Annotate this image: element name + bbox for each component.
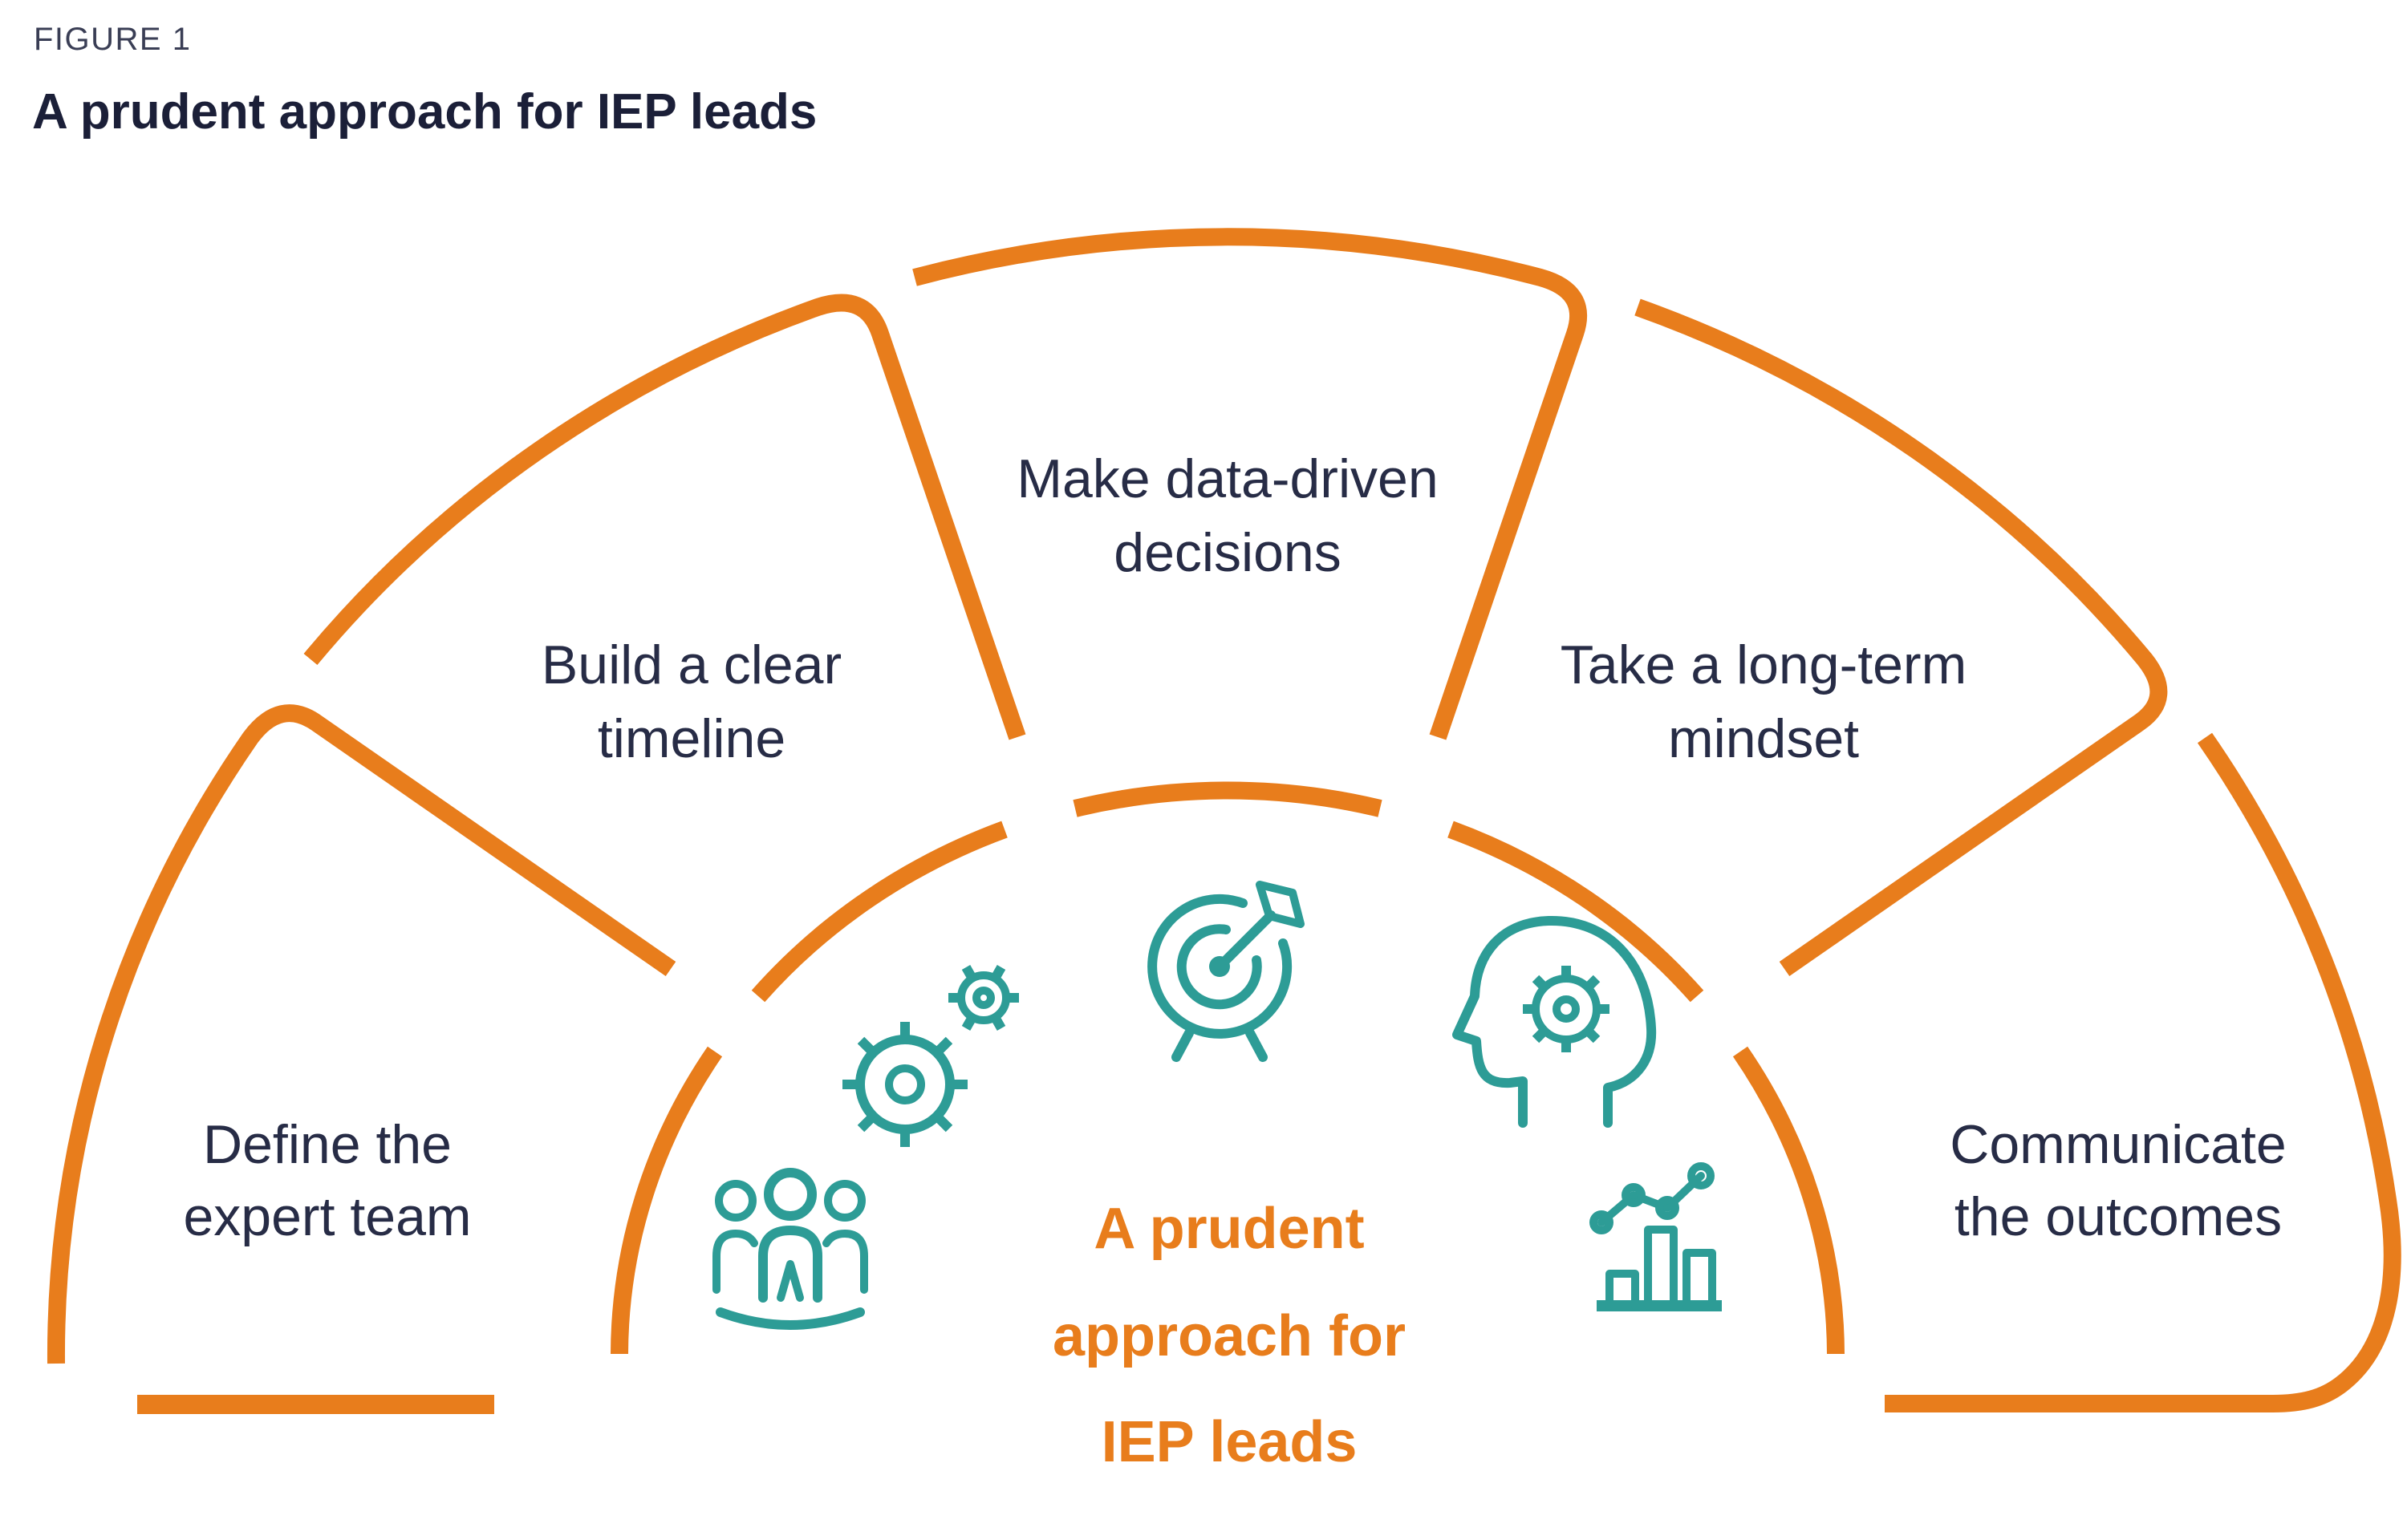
person-center-body (758, 1226, 822, 1303)
petal-make-data-driven-decisions: Make data-driven decisions (912, 228, 1587, 817)
chart-bar-2 (1644, 1226, 1678, 1310)
figure-label: FIGURE 1 (34, 22, 191, 57)
person-center-legs (777, 1260, 804, 1302)
petal-3-label-line1: Make data-driven (1017, 448, 1438, 509)
chart-bar-1 (1605, 1270, 1639, 1310)
gear-large-teeth (842, 1022, 968, 1147)
chart-point-1 (1589, 1210, 1613, 1234)
chart-trend-line (1597, 1172, 1705, 1226)
petal-take-long-term-mindset: Take a long-term mindset (1447, 298, 2168, 1003)
petal-1-label-line1: Define the (203, 1114, 452, 1175)
petal-2-label-line1: Build a clear (542, 634, 842, 695)
target-inner-ring (1176, 924, 1262, 1010)
inner-arc-segment-4 (1447, 821, 1704, 1003)
petal-communicate-outcomes: Communicate the outcomes (1732, 732, 2401, 1412)
chart-point-4 (1687, 1162, 1715, 1189)
petal-4-outline (1634, 298, 2168, 977)
people-base-curve (716, 1307, 865, 1330)
gear-small-body (957, 971, 1010, 1024)
inner-arc-segment-3 (1073, 781, 1382, 817)
gear-small-teeth (948, 965, 1019, 1031)
gear-small-hole (972, 987, 995, 1009)
petal-2-outline (303, 294, 1026, 740)
chart-icon (1589, 1162, 1722, 1311)
petal-4-label-line2: mindset (1668, 708, 1859, 769)
petal-define-expert-team: Define the expert team (47, 704, 723, 1414)
chart-point-2 (1622, 1183, 1646, 1207)
page-title: A prudent approach for IEP leads (32, 84, 817, 140)
center-text-line1: A prudent (1094, 1197, 1364, 1261)
inner-arc-segment-5 (1732, 1046, 1845, 1355)
dart-shaft (1221, 910, 1276, 965)
petal-1-label-line2: expert team (183, 1186, 471, 1247)
target-outer-ring (1147, 894, 1293, 1039)
head-profile (1452, 915, 1657, 1128)
person-center-head (764, 1168, 817, 1221)
people-icon (712, 1168, 868, 1330)
target-legs (1171, 1028, 1268, 1062)
petal-2-label-line2: timeline (598, 708, 785, 769)
gears-icon (842, 965, 1019, 1147)
person-left-body (712, 1230, 758, 1294)
chart-bar-3 (1682, 1249, 1716, 1310)
target-icon (1147, 881, 1305, 1062)
gear-large-body (855, 1035, 955, 1134)
petal-4-label-line1: Take a long-term (1561, 634, 1967, 695)
petal-3-outline (912, 228, 1587, 740)
chart-point-3 (1655, 1196, 1679, 1220)
person-right-head (824, 1180, 866, 1222)
inner-arc-segment-1 (611, 1046, 723, 1355)
petal-5-label-line2: the outcomes (1954, 1186, 2282, 1247)
head-gear-icon (1452, 915, 1657, 1128)
gear-large-hole (885, 1064, 925, 1104)
center-hub: A prudent approach for IEP leads (1053, 1197, 1406, 1474)
dart-flight (1256, 881, 1305, 928)
person-left-head (715, 1180, 757, 1222)
petal-5-label-line1: Communicate (1950, 1114, 2287, 1175)
head-gear-body (1532, 975, 1601, 1044)
inner-arc-segment-2 (751, 821, 1008, 1003)
head-gear-hole (1553, 995, 1580, 1023)
petal-5-outline (1885, 732, 2401, 1412)
center-text-line3: IEP leads (1102, 1410, 1358, 1474)
petal-build-clear-timeline: Build a clear timeline (303, 294, 1026, 1003)
center-text-line2: approach for (1053, 1304, 1406, 1368)
petal-1-outline (47, 704, 676, 1364)
head-gear-teeth (1523, 966, 1609, 1052)
petal-3-label-line2: decisions (1114, 522, 1342, 583)
person-right-body (822, 1230, 868, 1294)
